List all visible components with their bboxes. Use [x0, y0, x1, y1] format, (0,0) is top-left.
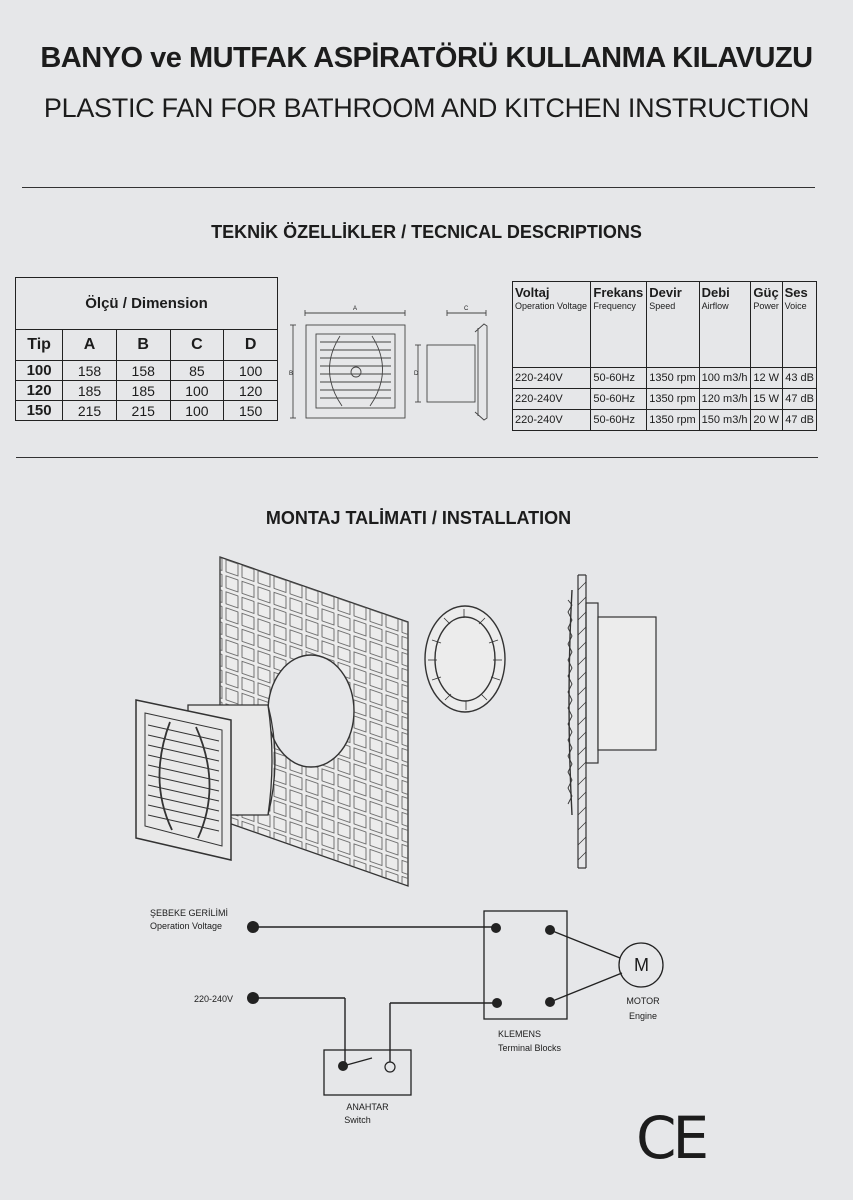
- cell: 47 dB: [781, 388, 818, 410]
- cell: 120: [14, 380, 64, 401]
- title-turkish: BANYO ve MUTFAK ASPİRATÖRÜ KULLANMA KILA…: [40, 42, 813, 74]
- cell: 220-240V: [511, 409, 592, 431]
- cell: 150: [223, 400, 278, 421]
- cell: 185: [115, 380, 171, 401]
- cell: 158: [115, 360, 171, 381]
- supply-label-en: Operation Voltage: [150, 921, 223, 931]
- cell: 20 W: [750, 409, 783, 431]
- cell: 100: [14, 360, 64, 381]
- cell: 120 m3/h: [698, 388, 752, 410]
- cell: 50-60Hz: [590, 409, 648, 431]
- title-english: PLASTIC FAN FOR BATHROOM AND KITCHEN INS…: [43, 93, 810, 123]
- technical-heading: TEKNİK ÖZELLİKLER / TECNICAL DESCRIPTION…: [211, 222, 642, 242]
- cell: 158: [62, 360, 117, 381]
- wall-cross-section: [567, 574, 657, 869]
- cell: 1350 rpm: [646, 388, 700, 410]
- col-d: D: [223, 329, 278, 361]
- cell: 50-60Hz: [590, 367, 648, 389]
- cell: 120: [223, 380, 278, 401]
- col-tip: Tip: [14, 329, 64, 361]
- mounting-ring: [424, 605, 506, 713]
- cell: 150: [14, 400, 64, 421]
- col-b: B: [115, 329, 171, 361]
- motor-symbol: M: [634, 955, 649, 975]
- motor-label-tr: MOTOR: [626, 996, 660, 1006]
- voltage-label: 220-240V: [194, 994, 234, 1004]
- table-row: 120 185 185 100 120: [14, 380, 278, 401]
- cell: 100: [223, 360, 278, 381]
- cell: 100: [169, 380, 225, 401]
- cell: 12 W: [750, 367, 783, 389]
- motor-label-en: Engine: [628, 1011, 658, 1021]
- cell: 215: [115, 400, 171, 421]
- switch-label-en: Switch: [344, 1115, 371, 1125]
- drawing-label-d: D: [414, 371, 419, 377]
- col-c: C: [169, 329, 225, 361]
- ce-mark: CE: [636, 1104, 709, 1172]
- dimension-table: Ölçü / Dimension Tip A B C D 100 158 158…: [14, 277, 278, 421]
- table-row: 220-240V 50-60Hz 1350 rpm 100 m3/h 12 W …: [511, 367, 818, 389]
- cell: 1350 rpm: [646, 409, 700, 431]
- drawing-label-a: A: [353, 306, 358, 312]
- cell: 43 dB: [781, 367, 818, 389]
- col-a: A: [62, 329, 117, 361]
- table-row: 220-240V 50-60Hz 1350 rpm 120 m3/h 15 W …: [511, 388, 818, 410]
- cell: 100: [169, 400, 225, 421]
- dimension-caption: Ölçü / Dimension: [15, 277, 278, 330]
- dimension-header-row: Tip A B C D: [14, 329, 278, 361]
- cell: 220-240V: [511, 388, 592, 410]
- cell: 50-60Hz: [590, 388, 648, 410]
- tiled-wall: [219, 556, 409, 887]
- cell: 47 dB: [781, 409, 818, 431]
- supply-label-tr: ŞEBEKE GERİLİMİ: [150, 908, 229, 918]
- cell: 15 W: [750, 388, 783, 410]
- fan-side-view-drawing: [415, 310, 488, 421]
- cell: 215: [62, 400, 117, 421]
- switch-label-tr: ANAHTAR: [346, 1102, 389, 1112]
- cell: 1350 rpm: [646, 367, 700, 389]
- cell: 100 m3/h: [698, 367, 752, 389]
- table-row: 100 158 158 85 100: [14, 360, 278, 381]
- divider-top: [22, 187, 815, 188]
- table-row: 220-240V 50-60Hz 1350 rpm 150 m3/h 20 W …: [511, 409, 818, 431]
- divider-middle: [16, 457, 818, 458]
- terminal-label-en: Terminal Blocks: [498, 1043, 562, 1053]
- fan-front-view-drawing: [290, 310, 406, 419]
- fan-with-duct: [135, 699, 276, 861]
- drawing-label-c: C: [464, 306, 469, 312]
- installation-heading: MONTAJ TALİMATI / INSTALLATION: [265, 508, 572, 528]
- cell: 85: [169, 360, 225, 381]
- cell: 185: [62, 380, 117, 401]
- cell: 220-240V: [511, 367, 592, 389]
- drawing-label-b: B: [289, 371, 294, 377]
- cell: 150 m3/h: [698, 409, 752, 431]
- table-row: 150 215 215 100 150: [14, 400, 278, 421]
- terminal-label-tr: KLEMENS: [498, 1029, 542, 1039]
